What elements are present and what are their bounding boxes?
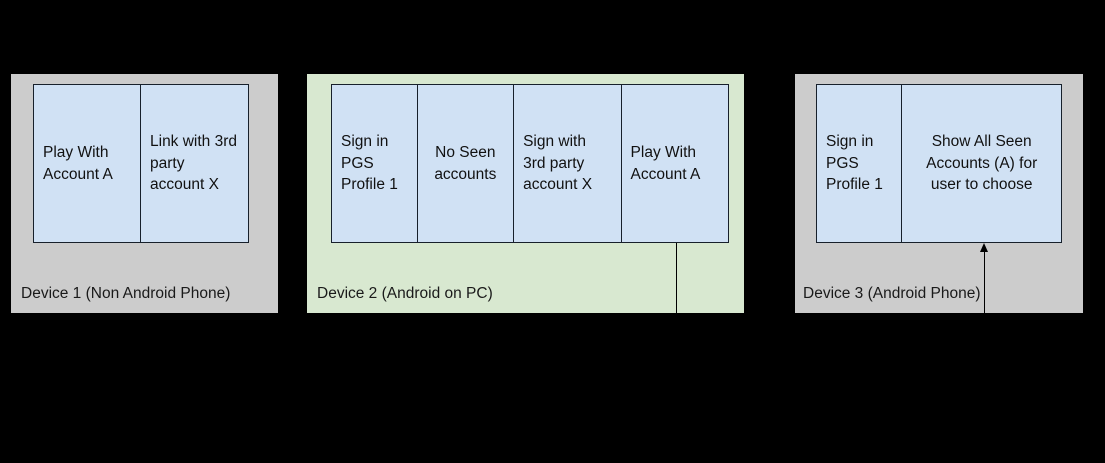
connector-to-device3-line [984, 250, 985, 313]
device-2-cell-1[interactable]: Sign in PGS Profile 1 [332, 85, 418, 242]
connector-device2-down-line [676, 243, 677, 313]
connector-to-device3-arrowhead [979, 243, 988, 252]
device-3-label: Device 3 (Android Phone) [803, 285, 981, 302]
device-2-label: Device 2 (Android on PC) [317, 285, 493, 302]
device-2-cell-3-text: Sign with 3rd party account X [523, 133, 593, 194]
device-2-cell-4[interactable]: Play With Account A [621, 85, 728, 242]
device-1-cell-1-text: Play With Account A [43, 144, 113, 183]
device-1-cellstrip: Play With Account A Link with 3rd party … [33, 84, 249, 243]
device-1-cell-1[interactable]: Play With Account A [34, 85, 141, 242]
device-2-cellstrip: Sign in PGS Profile 1 No Seen accounts S… [331, 84, 729, 243]
device-2-cell-3[interactable]: Sign with 3rd party account X [514, 85, 622, 242]
device-2-cell-1-text: Sign in PGS Profile 1 [341, 133, 398, 194]
device-2-cell-4-text: Play With Account A [630, 144, 701, 183]
device-3-cell-1[interactable]: Sign in PGS Profile 1 [817, 85, 903, 242]
device-2-cell-2[interactable]: No Seen accounts [417, 85, 515, 242]
device-3-cell-1-text: Sign in PGS Profile 1 [826, 133, 883, 194]
device-3-cell-2-text: Show All Seen Accounts (A) for user to c… [926, 133, 1038, 194]
device-1-cell-2[interactable]: Link with 3rd party account X [141, 85, 248, 242]
device-1-cell-2-text: Link with 3rd party account X [150, 133, 238, 194]
device-3-cellstrip: Sign in PGS Profile 1 Show All Seen Acco… [816, 84, 1062, 243]
device-2-cell-2-text: No Seen accounts [434, 144, 497, 183]
device-3-cell-2[interactable]: Show All Seen Accounts (A) for user to c… [902, 85, 1061, 242]
device-1-label: Device 1 (Non Android Phone) [21, 285, 231, 302]
